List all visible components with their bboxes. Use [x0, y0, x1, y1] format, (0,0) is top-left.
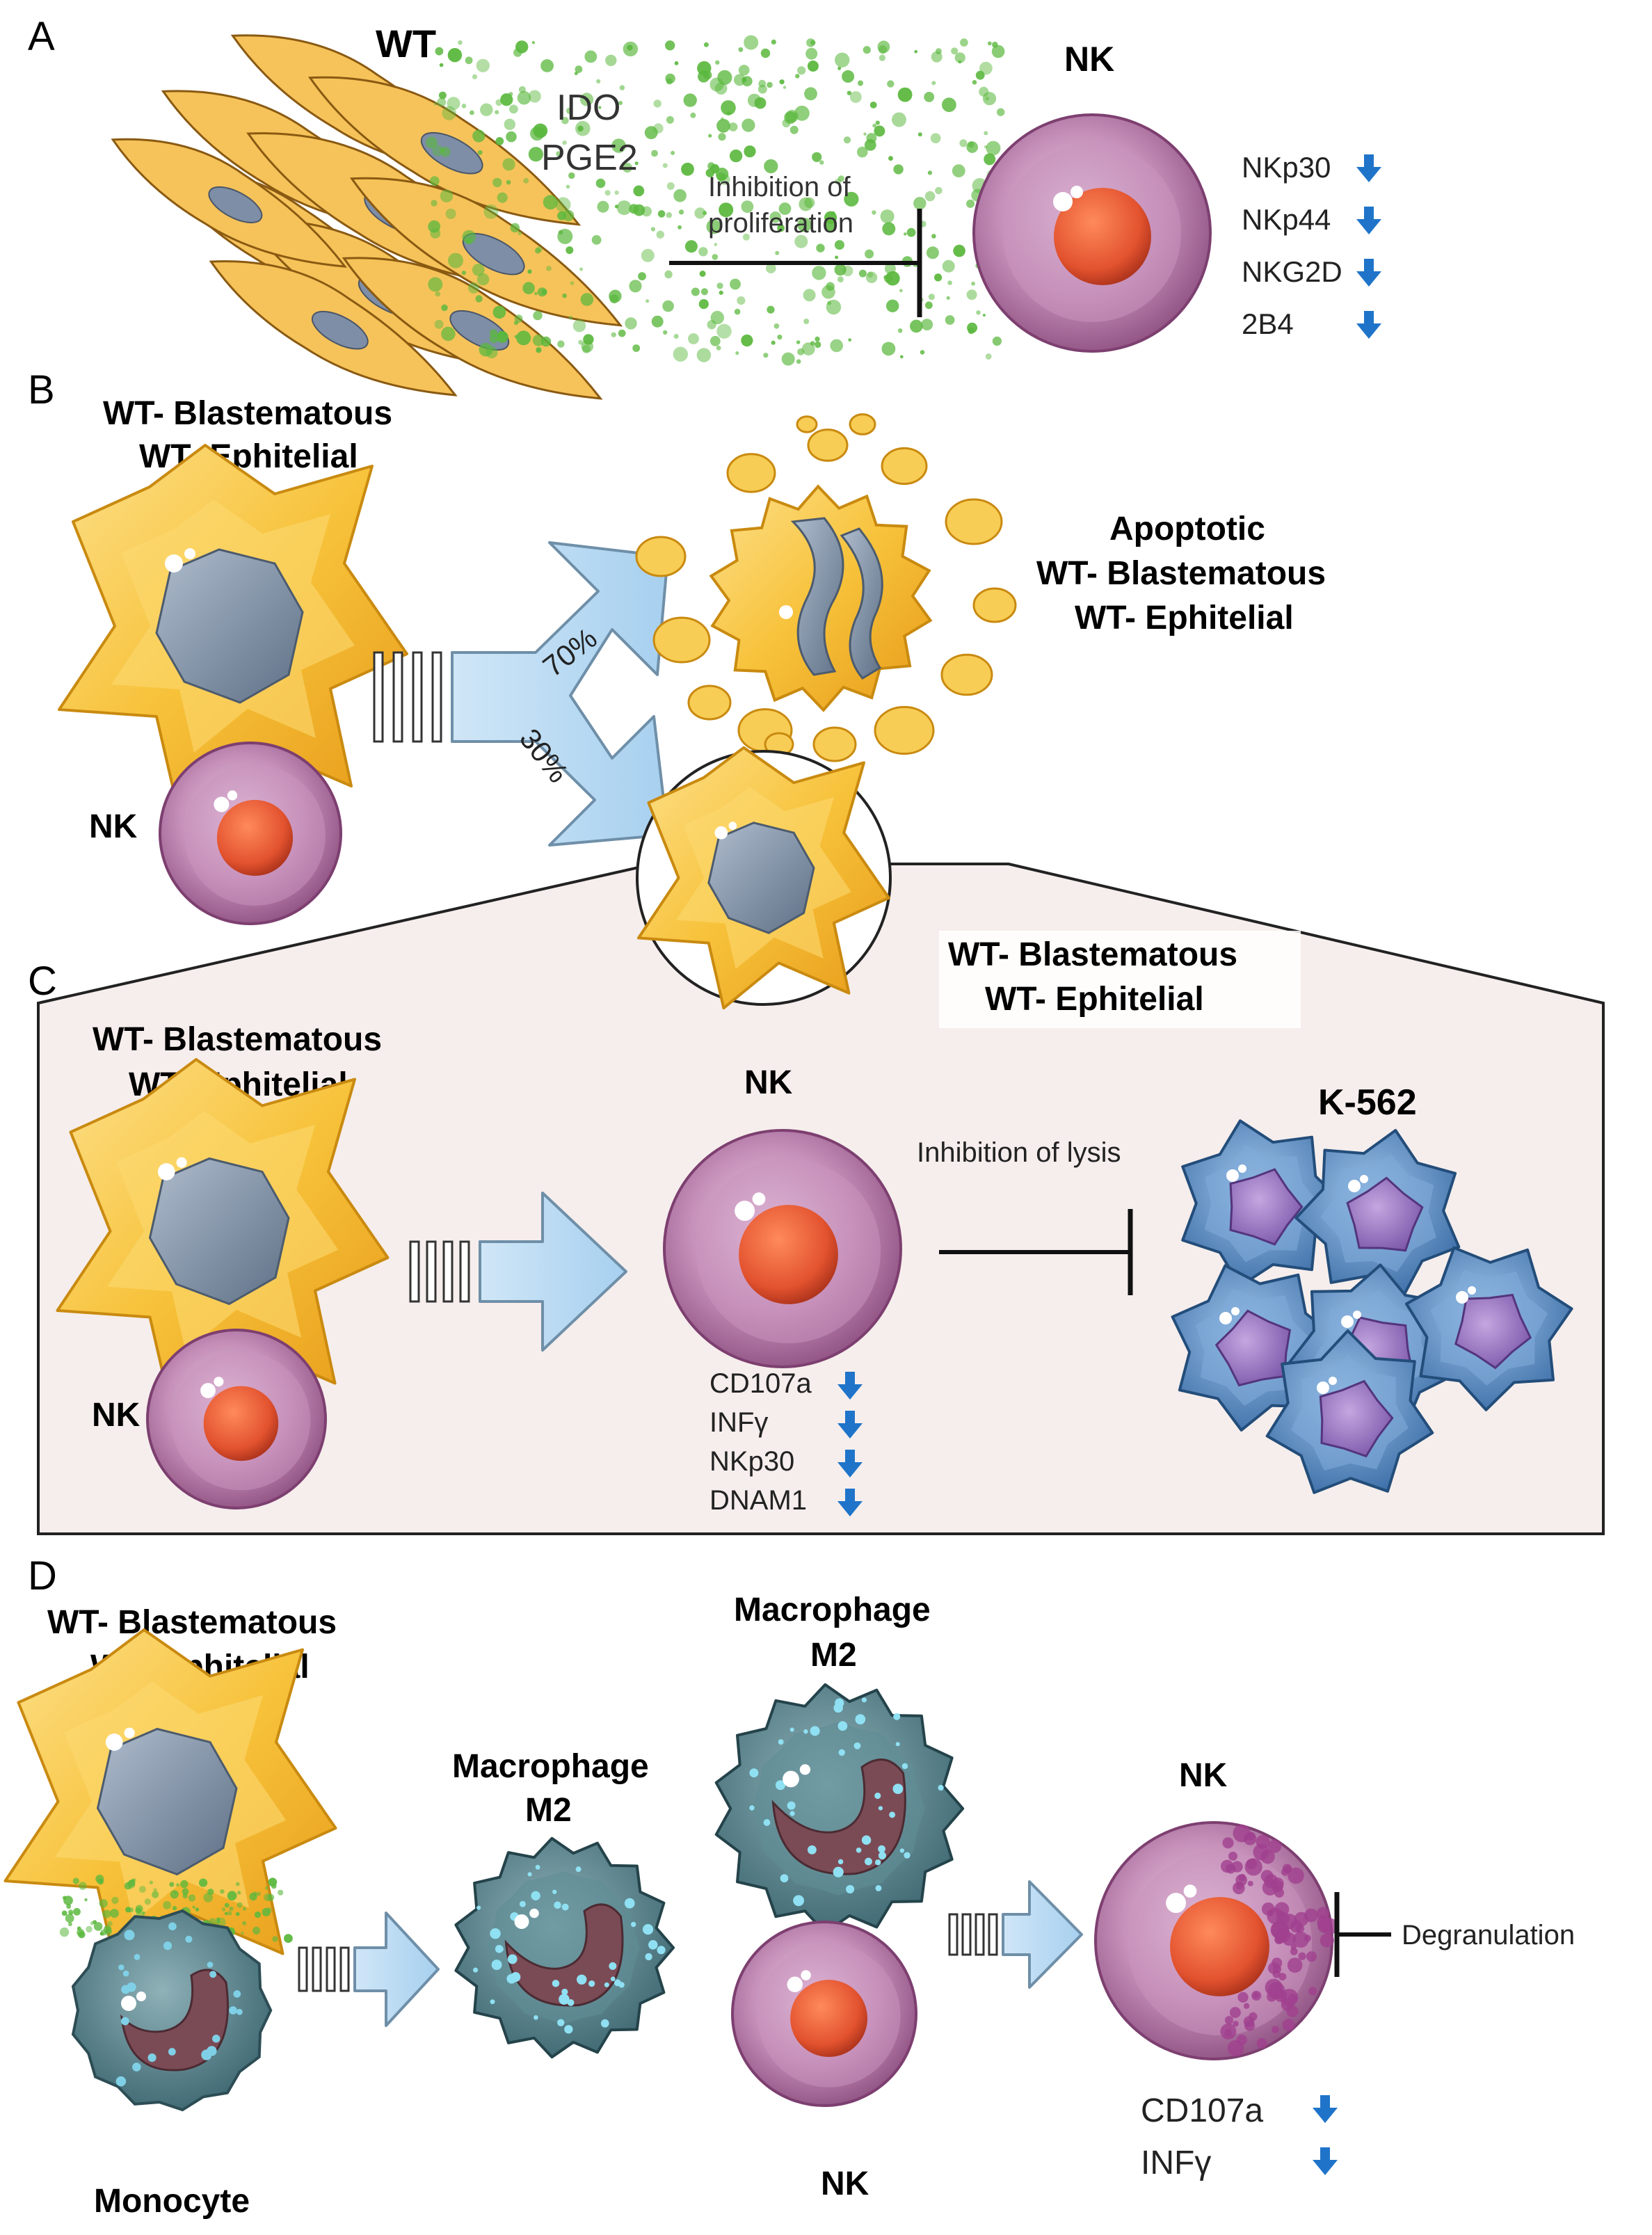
inhibition-proliferation-line-2: proliferation [708, 208, 853, 239]
marker-dnam1-c: DNAM1 [709, 1485, 807, 1516]
down-arrow-icon [1313, 2147, 1338, 2175]
factor-ido: IDO [556, 88, 620, 128]
inhibition-proliferation-line-1: Inhibition of [708, 172, 851, 202]
nk-cell-d-bottom [731, 1921, 917, 2107]
marker-cd107a-c: CD107a [709, 1368, 812, 1399]
marker-infg-d: INFγ [1141, 2145, 1211, 2181]
panel-b-letter: B [28, 367, 55, 412]
split-arrow-b [451, 541, 669, 847]
wt-tumor-cell-d [3, 1628, 337, 1975]
nk-label-c-left: NK [92, 1397, 141, 1434]
panel-b-tumor-label-1: WT- Blastematous [103, 395, 392, 432]
panel-a-letter: A [28, 14, 55, 59]
down-arrow-icon [1313, 2095, 1338, 2123]
down-arrow-icon [837, 1489, 863, 1516]
panel-b: B WT- Blastematous WT- Ephitelial NK 70%… [28, 367, 1326, 1028]
wt-tumor-cell-b [58, 444, 408, 808]
marker-infg-c: INFγ [709, 1407, 768, 1438]
down-arrow-icon [1356, 207, 1381, 234]
nk-label-b: NK [89, 808, 138, 845]
marker-list-a: NKp30 NKp44 NKG2D 2B4 [1242, 151, 1381, 340]
down-arrow-icon [1356, 154, 1381, 182]
marker-nkp30-a: NKp30 [1242, 151, 1331, 184]
panel-c-tumor-label-1: WT- Blastematous [93, 1021, 382, 1058]
apoptotic-label-3: WT- Ephitelial [1075, 600, 1294, 636]
down-arrow-icon [837, 1450, 863, 1477]
monocyte-label: Monocyte [94, 2183, 250, 2220]
panel-d-tumor-label-1: WT- Blastematous [47, 1604, 337, 1641]
monocyte-cell [71, 1909, 273, 2112]
k562-cell-cluster [1171, 1119, 1573, 1494]
macrophage-m2-cell-2 [714, 1683, 965, 1934]
macrophage-2-label-1: Macrophage [734, 1592, 931, 1628]
marker-nkp44-a: NKp44 [1242, 203, 1331, 236]
surviving-tumor-cell [637, 746, 890, 1010]
down-arrow-icon [1356, 259, 1381, 287]
down-arrow-icon [837, 1411, 863, 1439]
nk-label-a: NK [1064, 40, 1114, 79]
apoptotic-tumor-cell [635, 413, 1017, 762]
panel-c: C WT- Blastematous WT- Ephitelial NK NK … [28, 959, 1573, 1516]
panel-c-letter: C [28, 959, 57, 1004]
marker-nkg2d-a: NKG2D [1242, 255, 1342, 288]
inhibition-lysis-symbol [939, 1209, 1133, 1295]
survivor-label-1: WT- Blastematous [948, 936, 1237, 973]
macrophage-1-label-1: Macrophage [452, 1748, 649, 1785]
survivor-label-2: WT- Ephitelial [985, 981, 1204, 1018]
factor-pge2: PGE2 [541, 138, 638, 178]
activation-arrow-d [948, 1880, 1083, 1989]
apoptotic-label-2: WT- Blastematous [1036, 555, 1326, 592]
k562-label: K-562 [1318, 1082, 1417, 1123]
wt-tumor-cell-c [56, 1058, 390, 1404]
macrophage-1-label-2: M2 [525, 1792, 572, 1829]
degranulation-label: Degranulation [1402, 1920, 1575, 1950]
down-arrow-icon [1356, 311, 1381, 339]
nk-cell-d-degranulating [1094, 1821, 1338, 2060]
apoptotic-label-1: Apoptotic [1109, 511, 1265, 547]
nk-label-d-bottom: NK [821, 2165, 869, 2202]
inhibition-proliferation-symbol [669, 209, 922, 317]
nk-label-c-center: NK [744, 1064, 793, 1101]
panel-a: A WT NK IDO PGE2 Inhibition of prolifera… [28, 14, 1381, 400]
marker-cd107a-d: CD107a [1141, 2092, 1263, 2129]
nk-cell-b [159, 742, 342, 925]
degranulation-inhibition-symbol [1334, 1892, 1391, 1977]
marker-2b4-a: 2B4 [1242, 307, 1294, 340]
nk-cell-c-left [146, 1329, 327, 1509]
nk-cell-c-center [663, 1129, 902, 1368]
macrophage-m2-cell-1 [454, 1836, 675, 2059]
differentiation-arrow-d [298, 1912, 440, 2027]
contact-stripes-b [373, 651, 442, 743]
inhibition-lysis-label: Inhibition of lysis [917, 1137, 1121, 1168]
marker-nkp30-c: NKp30 [709, 1446, 794, 1477]
wt-label: WT [376, 22, 436, 65]
macrophage-2-label-2: M2 [810, 1637, 857, 1674]
panel-d: D WT- Blastematous WT- Ephitelial Monocy… [3, 1553, 1575, 2220]
panel-d-letter: D [28, 1553, 57, 1599]
nk-label-d-final: NK [1179, 1757, 1228, 1794]
activation-arrow-c [409, 1192, 627, 1352]
down-arrow-icon [837, 1372, 863, 1400]
nk-cell-a [972, 113, 1212, 353]
